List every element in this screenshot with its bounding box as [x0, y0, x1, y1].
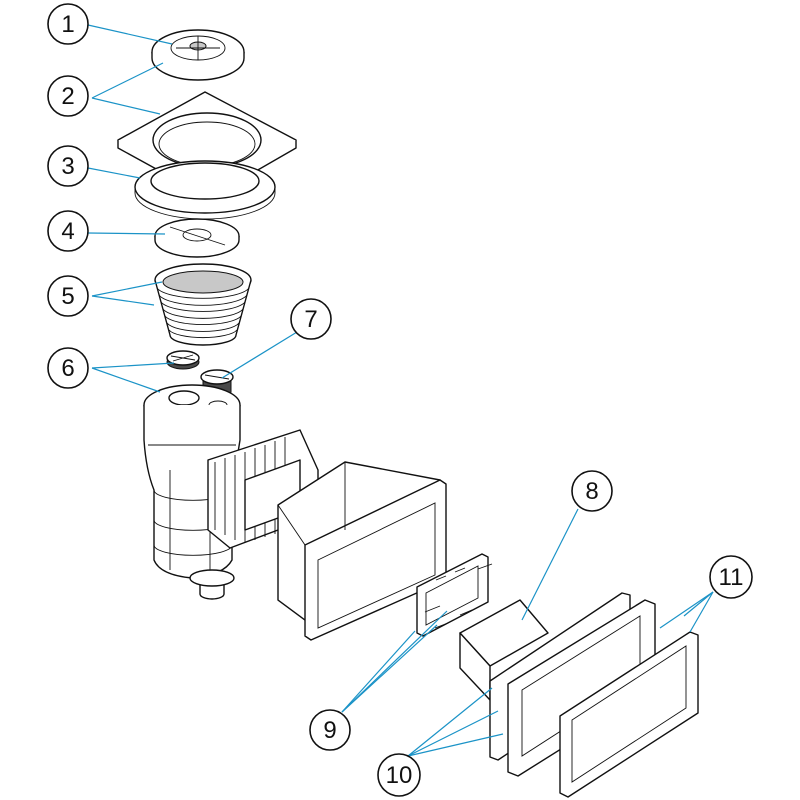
part-4-basket-cover — [154, 218, 240, 258]
callout-5-label: 5 — [61, 283, 74, 310]
callout-10: 10 — [377, 753, 421, 797]
callout-1-label: 1 — [61, 11, 74, 38]
callout-8: 8 — [571, 470, 613, 512]
callout-7: 7 — [290, 298, 332, 340]
callout-11: 11 — [709, 555, 753, 599]
callout-1: 1 — [47, 3, 89, 45]
callout-7-label: 7 — [304, 306, 317, 333]
part-8-flap — [459, 599, 549, 701]
part-1-lid — [151, 29, 245, 81]
leader-lines — [87, 24, 714, 757]
callout-8-label: 8 — [585, 478, 598, 505]
part-3-ring — [134, 160, 276, 220]
callout-9-label: 9 — [323, 717, 336, 744]
callout-2-label: 2 — [61, 83, 74, 110]
callout-5: 5 — [47, 275, 89, 317]
callout-10-label: 10 — [386, 762, 413, 789]
callout-2: 2 — [47, 75, 89, 117]
skimmer-body — [143, 384, 319, 600]
callout-9: 9 — [309, 709, 351, 751]
callout-6: 6 — [47, 347, 89, 389]
part-6-plug — [166, 350, 200, 370]
callout-3: 3 — [47, 145, 89, 187]
part-5-basket — [154, 263, 252, 346]
callout-3-label: 3 — [61, 153, 74, 180]
callout-4-label: 4 — [61, 218, 74, 245]
callout-6-label: 6 — [61, 355, 74, 382]
callout-11-label: 11 — [719, 564, 744, 591]
callout-4: 4 — [47, 210, 89, 252]
part-9-gasket-frame — [416, 553, 493, 637]
